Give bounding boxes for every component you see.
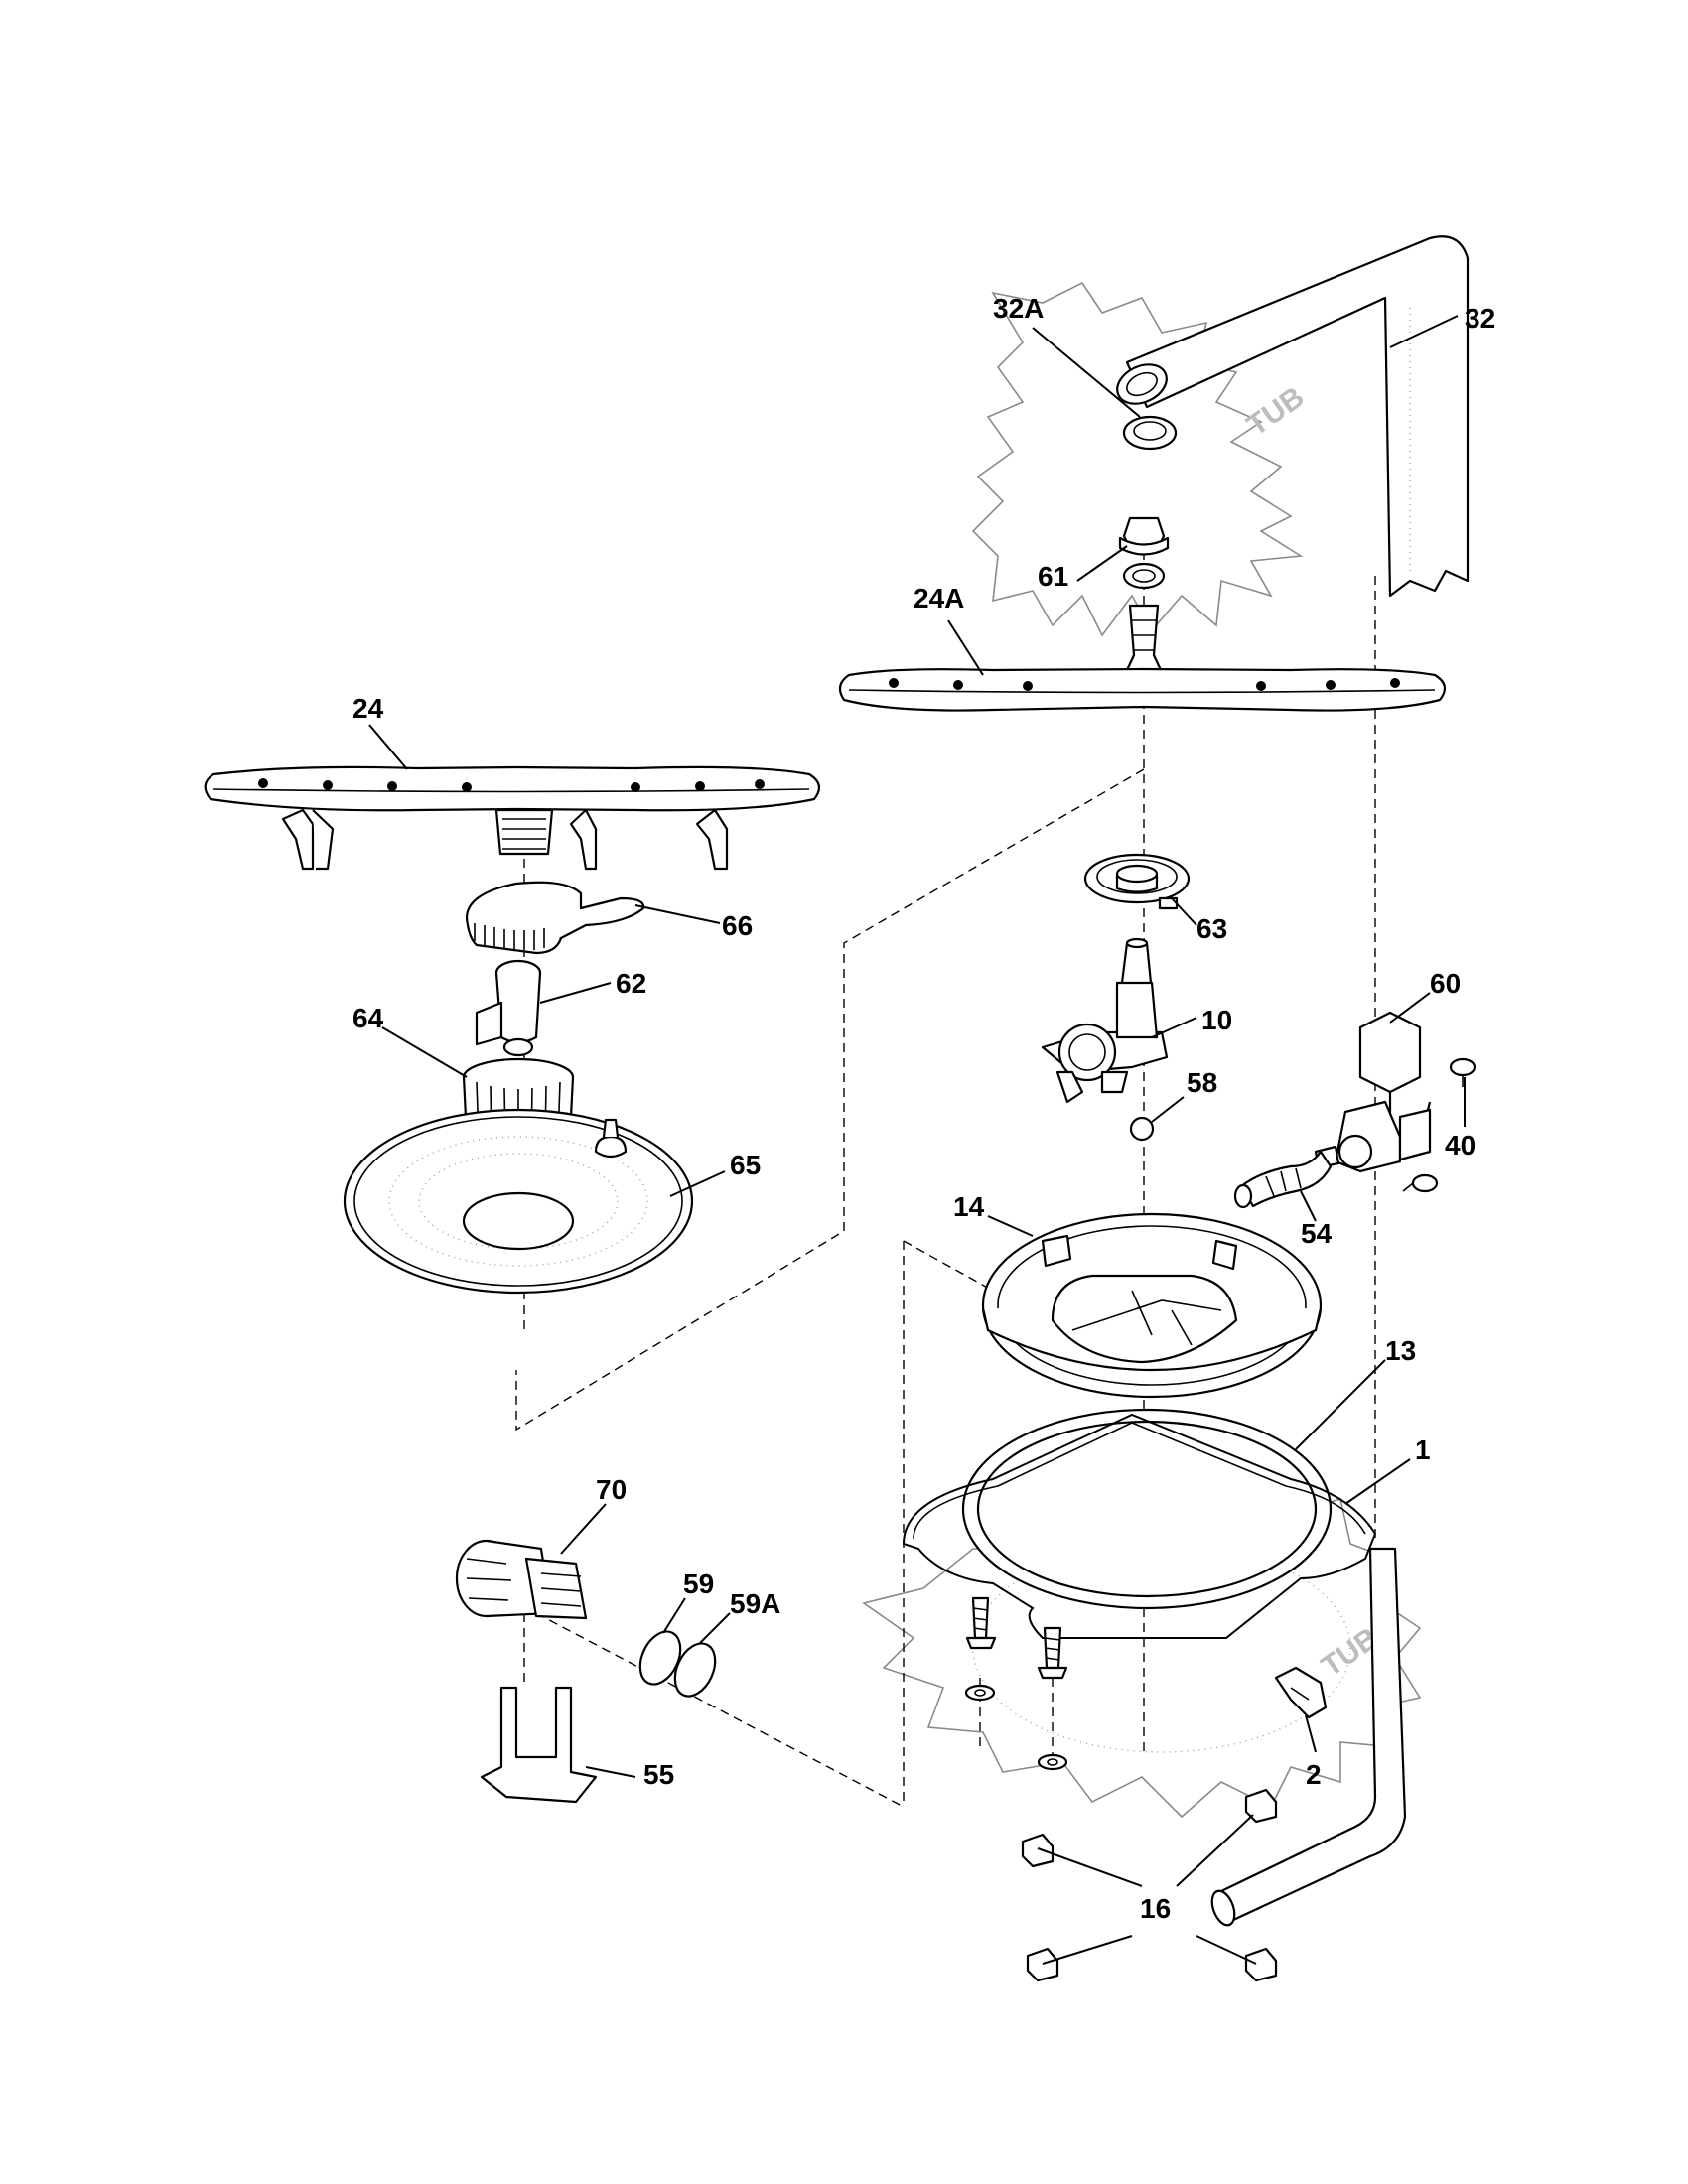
part-54-inlet-hose: [1233, 1150, 1333, 1209]
callout-59: 59: [683, 1569, 714, 1599]
callout-62: 62: [616, 968, 646, 999]
callout-13: 13: [1385, 1335, 1416, 1366]
part-62-nozzle: [475, 959, 542, 1057]
part-65-filter-screen: [343, 1108, 694, 1295]
callout-14: 14: [953, 1191, 985, 1222]
part-60-water-valve: [1314, 1011, 1432, 1173]
callout-60: 60: [1430, 968, 1461, 999]
callout-54: 54: [1301, 1218, 1333, 1249]
part-24-lower-spray-arm: [204, 765, 821, 871]
part-40-clamps: [1402, 1057, 1477, 1193]
part-63-cap: [1083, 853, 1191, 910]
part-1-heating-element: [902, 1413, 1377, 1639]
part-10-pump-housing: [1041, 937, 1169, 1104]
callout-2: 2: [1306, 1759, 1322, 1790]
callout-70: 70: [596, 1474, 627, 1505]
part-61-nut: [1118, 516, 1170, 590]
part-14-sump: [981, 1212, 1323, 1399]
callout-63: 63: [1196, 913, 1227, 944]
callout-64: 64: [352, 1003, 384, 1033]
callout-10: 10: [1201, 1005, 1232, 1035]
part-66-deflector: [465, 881, 645, 955]
tub-label-top: TUB: [1241, 380, 1310, 442]
part-2-bracket: [1274, 1666, 1328, 1719]
part-32-tube: [1116, 235, 1470, 598]
part-24A-upper-spray-arm: [838, 604, 1447, 712]
part-59-59A-orings: [638, 1630, 717, 1698]
drain-hose-tail: [1210, 1547, 1407, 1927]
callout-55: 55: [643, 1759, 674, 1790]
callout-65: 65: [730, 1150, 761, 1180]
part-70-motor: [455, 1539, 588, 1620]
part-55-motor-bracket: [480, 1686, 598, 1804]
part-58-ball: [1129, 1116, 1155, 1142]
callout-labels: 32A 32 61 24A 24 66 63 62 64 10 60 58 65…: [352, 293, 1495, 1924]
callout-16: 16: [1140, 1893, 1171, 1924]
callout-1: 1: [1415, 1434, 1431, 1465]
leader-lines: [368, 315, 1466, 1965]
part-13-gasket: [961, 1408, 1333, 1610]
callout-61: 61: [1038, 561, 1068, 592]
screws-washers: [964, 1596, 1068, 1771]
part-32A-grommet: [1122, 415, 1178, 451]
callout-40: 40: [1445, 1130, 1476, 1160]
callout-32: 32: [1465, 303, 1495, 334]
callout-59A: 59A: [730, 1588, 780, 1619]
callout-66: 66: [722, 910, 753, 941]
callout-24A: 24A: [914, 583, 964, 614]
callout-58: 58: [1187, 1067, 1217, 1098]
callout-32A: 32A: [993, 293, 1044, 324]
part-16-feet: [1021, 1788, 1278, 1982]
callout-24: 24: [352, 693, 384, 724]
